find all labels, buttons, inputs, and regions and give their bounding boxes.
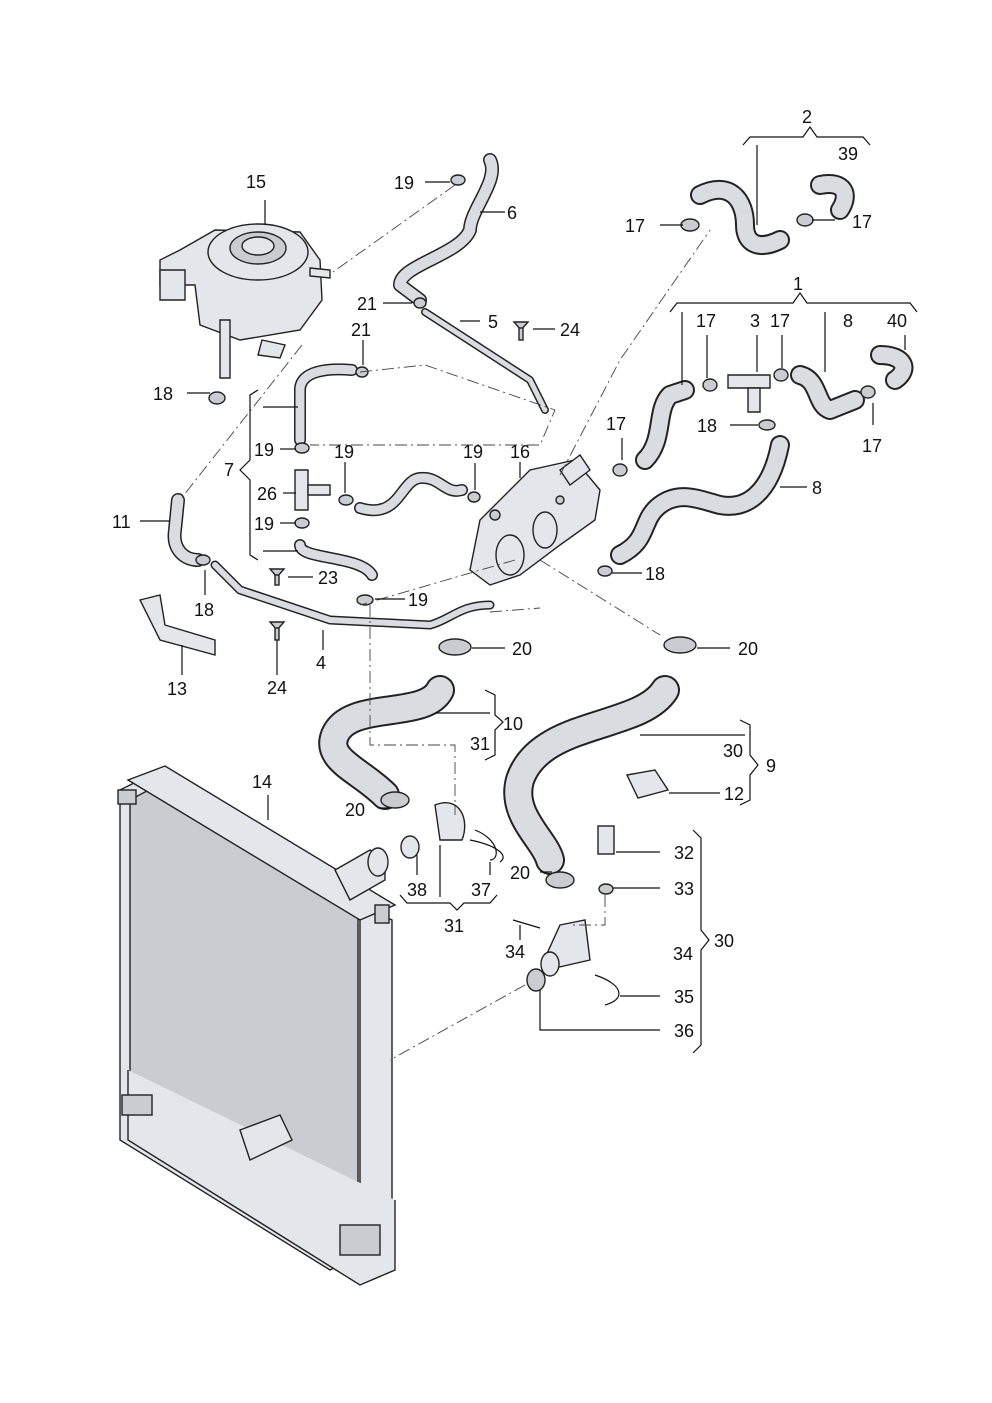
callout-17: 17 bbox=[696, 311, 716, 331]
callout-7: 7 bbox=[224, 460, 234, 480]
callout-23: 23 bbox=[318, 568, 338, 588]
callout-3: 3 bbox=[750, 311, 760, 331]
callout-19: 19 bbox=[463, 442, 483, 462]
callout-20: 20 bbox=[738, 639, 758, 659]
callout-24: 24 bbox=[267, 678, 287, 698]
callout-6: 6 bbox=[507, 203, 517, 223]
callout-labels: 2 39 17 17 1 17 3 17 8 40 18 17 17 8 18 … bbox=[112, 107, 907, 1041]
callout-31: 31 bbox=[444, 916, 464, 936]
callout-18: 18 bbox=[697, 416, 717, 436]
callout-34: 34 bbox=[505, 942, 525, 962]
callout-13: 13 bbox=[167, 679, 187, 699]
callout-30: 30 bbox=[723, 741, 743, 761]
dashed-connectors bbox=[179, 184, 711, 1061]
callout-17: 17 bbox=[852, 212, 872, 232]
callout-14: 14 bbox=[252, 772, 272, 792]
callout-20: 20 bbox=[512, 639, 532, 659]
callout-20: 20 bbox=[510, 863, 530, 883]
callout-35: 35 bbox=[674, 987, 694, 1007]
radiator bbox=[117, 765, 397, 1286]
callout-16: 16 bbox=[510, 442, 530, 462]
callout-12: 12 bbox=[724, 784, 744, 804]
callout-4: 4 bbox=[316, 653, 326, 673]
callout-40: 40 bbox=[887, 311, 907, 331]
callout-19: 19 bbox=[334, 442, 354, 462]
callout-9: 9 bbox=[766, 756, 776, 776]
callout-20: 20 bbox=[345, 800, 365, 820]
hoses bbox=[167, 153, 914, 875]
callout-26: 26 bbox=[257, 484, 277, 504]
callout-38: 38 bbox=[407, 880, 427, 900]
callout-37: 37 bbox=[471, 880, 491, 900]
clamps-and-fittings bbox=[138, 174, 876, 1006]
callout-24: 24 bbox=[560, 320, 580, 340]
callout-31: 31 bbox=[470, 734, 490, 754]
callout-2: 2 bbox=[802, 107, 812, 127]
callout-36: 36 bbox=[674, 1021, 694, 1041]
callout-34: 34 bbox=[673, 944, 693, 964]
callout-8: 8 bbox=[812, 478, 822, 498]
callout-39: 39 bbox=[838, 144, 858, 164]
callout-19: 19 bbox=[394, 173, 414, 193]
callout-18: 18 bbox=[645, 564, 665, 584]
callout-10: 10 bbox=[503, 714, 523, 734]
callout-17: 17 bbox=[606, 414, 626, 434]
callout-8: 8 bbox=[843, 311, 853, 331]
callout-11: 11 bbox=[112, 512, 131, 532]
expansion-tank bbox=[159, 223, 331, 379]
callout-19: 19 bbox=[254, 514, 274, 534]
leader-lines bbox=[140, 125, 918, 1054]
callout-1: 1 bbox=[793, 274, 803, 294]
callout-18: 18 bbox=[153, 384, 173, 404]
callout-18: 18 bbox=[194, 600, 214, 620]
callout-30: 30 bbox=[714, 931, 734, 951]
callout-19: 19 bbox=[254, 440, 274, 460]
thermostat-housing bbox=[469, 453, 601, 586]
callout-17: 17 bbox=[770, 311, 790, 331]
callout-32: 32 bbox=[674, 843, 694, 863]
callout-17: 17 bbox=[625, 216, 645, 236]
callout-19: 19 bbox=[408, 590, 428, 610]
callout-21: 21 bbox=[357, 294, 377, 314]
callout-15: 15 bbox=[246, 172, 266, 192]
callout-5: 5 bbox=[488, 312, 498, 332]
callout-17: 17 bbox=[862, 436, 882, 456]
callout-21: 21 bbox=[351, 320, 371, 340]
callout-33: 33 bbox=[674, 879, 694, 899]
